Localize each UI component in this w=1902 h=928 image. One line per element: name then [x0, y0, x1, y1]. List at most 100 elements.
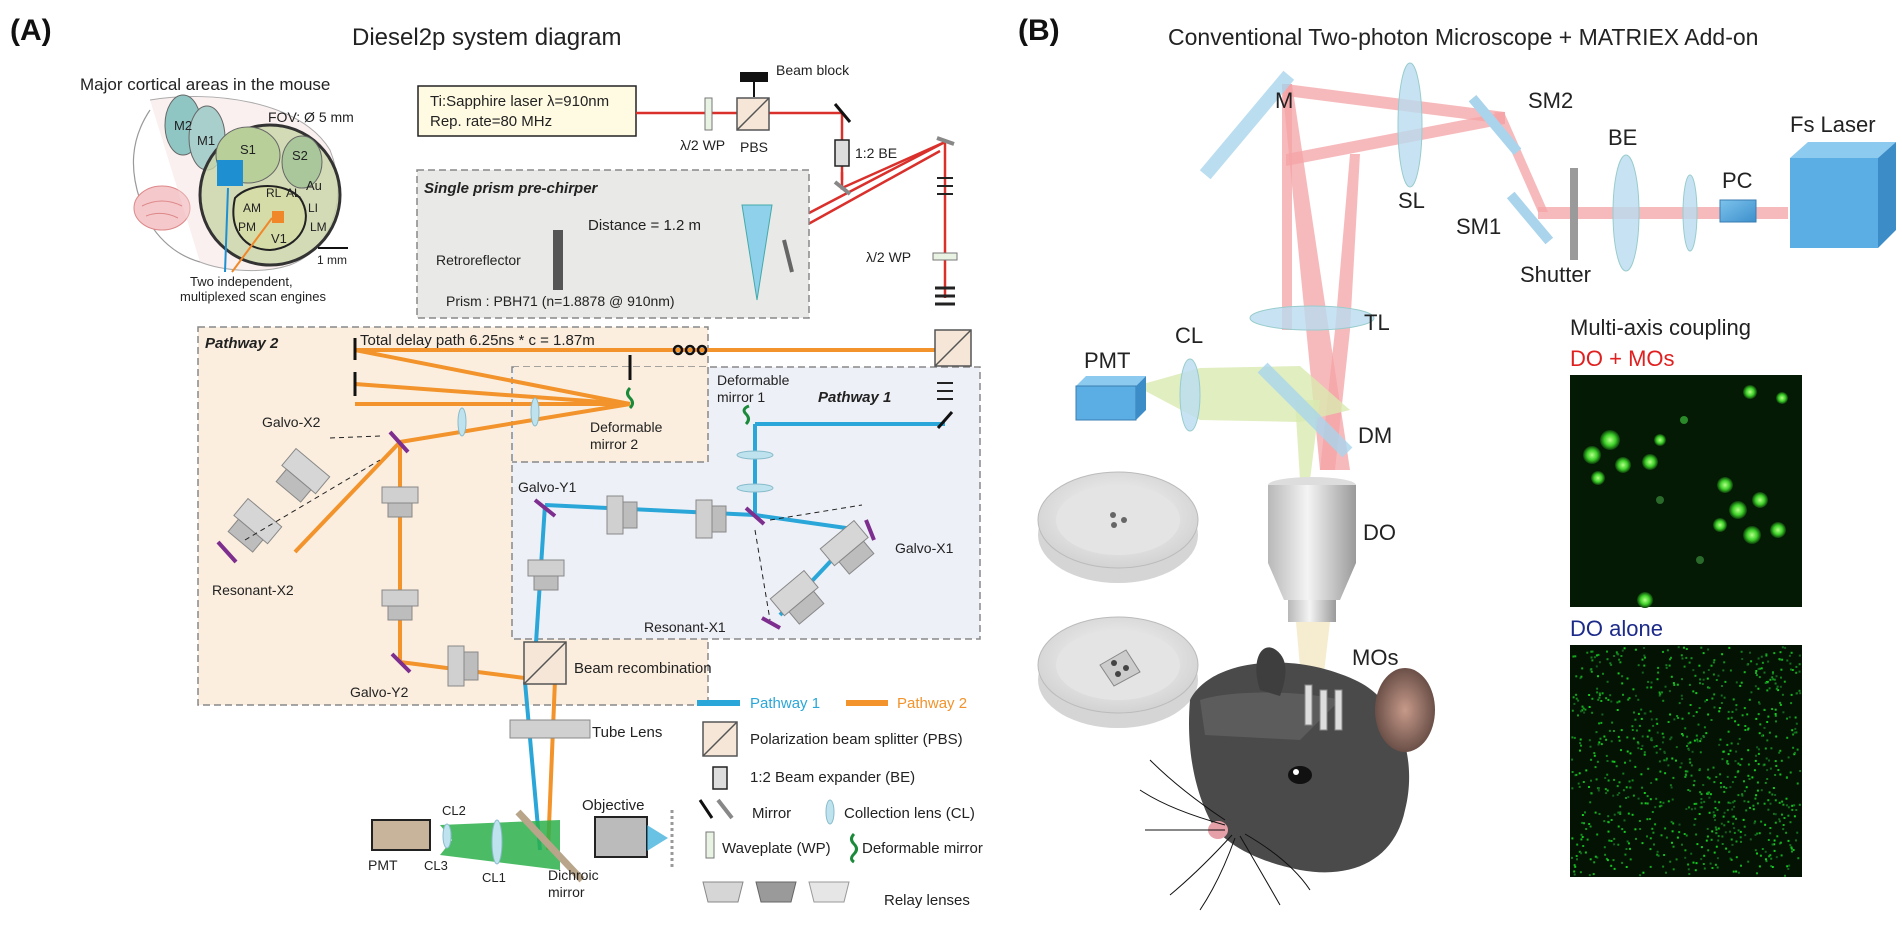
cl-b-label: CL — [1175, 323, 1203, 348]
relay-lens-p1-3 — [527, 559, 565, 577]
do-mos-cells — [1583, 385, 1788, 608]
panel-b-title: Conventional Two-photon Microscope + MAT… — [1168, 24, 1758, 50]
pulse-markers-3 — [937, 382, 953, 400]
pc-icon — [1719, 199, 1757, 223]
pmt-a-icon — [371, 819, 431, 851]
galvo-y2-mirror — [390, 652, 412, 674]
resonant-x2-label: Resonant-X2 — [212, 582, 294, 598]
galvo-x1-label: Galvo-X1 — [895, 540, 954, 556]
dm1-label-1: Deformable — [717, 372, 790, 388]
galvo-x2-label: Galvo-X2 — [262, 414, 321, 430]
pmt-b-label: PMT — [1084, 348, 1130, 373]
prechirper-box — [416, 169, 810, 319]
lens-p2-1 — [457, 407, 467, 437]
mirror-m-icon — [1199, 70, 1295, 180]
note-arrow-2 — [231, 217, 273, 273]
laser-text-2: Rep. rate=80 MHz — [430, 113, 552, 130]
resonant-x2-mirror — [216, 540, 238, 564]
prechirper-title: Single prism pre-chirper — [424, 180, 599, 197]
wp-right-icon — [932, 252, 958, 261]
cortex-inset: Major cortical areas in the mouse FOV: Ø… — [80, 75, 354, 304]
legend-relay-icon-3 — [808, 881, 850, 903]
legend-mirror-icon-1 — [698, 799, 714, 819]
legend-relay-icon-1 — [702, 881, 744, 903]
area-label-am: AM — [243, 201, 261, 215]
relay-lens-p2-3 — [447, 645, 465, 687]
pathway2-title: Pathway 2 — [205, 335, 279, 352]
fs-laser-label: Fs Laser — [1790, 112, 1876, 137]
deformable-mirror-2-icon — [626, 386, 634, 410]
objective-do-label: DO — [1363, 520, 1396, 545]
prechirper-distance: Distance = 1.2 m — [588, 217, 701, 234]
area-label-al: AL — [286, 186, 301, 200]
do-mos-image — [1570, 375, 1802, 607]
legend-wp: Waveplate (WP) — [722, 840, 831, 857]
panel-b-tag: (B) — [1018, 14, 1060, 47]
cl-b-icon — [1179, 358, 1201, 432]
legend-dm-icon — [850, 832, 858, 864]
dichroic-b-label: DM — [1358, 423, 1392, 448]
be-b-label: BE — [1608, 125, 1637, 150]
area-label-lm: LM — [310, 220, 327, 234]
sm1-label: SM1 — [1456, 214, 1501, 239]
dichroic-label-1: Dichroic — [548, 867, 599, 883]
coupling-title: Multi-axis coupling — [1570, 315, 1751, 340]
laser-text-1: Ti:Sapphire laser λ=910nm — [430, 93, 609, 110]
dm2-label-1: Deformable — [590, 419, 663, 435]
prism-label: Prism : PBH71 (n=1.8878 @ 910nm) — [446, 293, 675, 309]
cortex-note-2: multiplexed scan engines — [180, 289, 326, 304]
legend-be-icon — [712, 766, 728, 790]
cortex-fov: FOV: Ø 5 mm — [268, 109, 354, 125]
area-label-rl: RL — [266, 186, 282, 200]
dichroic-b-icon — [1257, 362, 1353, 458]
mirror-p1-icon — [936, 411, 954, 429]
pulse-markers-1 — [937, 177, 953, 195]
relay-lens-p1-2 — [695, 499, 713, 539]
area-label-pm: PM — [238, 220, 256, 234]
legend-relay-icon-2 — [755, 881, 797, 903]
cortex-title: Major cortical areas in the mouse — [80, 75, 330, 94]
lens-p2-2 — [530, 397, 540, 427]
relay-lens-p2-2 — [381, 589, 419, 607]
objective-icon — [594, 816, 648, 858]
dish-2-icon — [1037, 616, 1199, 728]
legend-mirror: Mirror — [752, 805, 791, 822]
cortex-note-1: Two independent, — [190, 274, 293, 289]
resonant-x1-mirror — [761, 616, 781, 630]
retroreflector-label: Retroreflector — [436, 252, 521, 268]
lens-p1-2 — [736, 483, 774, 493]
cl2-label: CL2 — [442, 803, 466, 818]
legend-pbs: Polarization beam splitter (PBS) — [750, 731, 963, 748]
be-lens-1-icon — [1612, 154, 1640, 272]
mirror-m-label: M — [1275, 88, 1293, 113]
galvo-x1-objective — [819, 519, 875, 575]
panel-a-tag: (A) — [10, 14, 52, 47]
resonant-x2-objective — [227, 497, 283, 553]
legend-relay: Relay lenses — [884, 892, 970, 909]
mirror-2-icon — [833, 180, 852, 196]
pathway1-title: Pathway 1 — [818, 389, 891, 406]
fov-s1-marker — [217, 160, 243, 186]
visual-areas — [232, 185, 307, 252]
objective-label: Objective — [582, 797, 645, 814]
legend-cl: Collection lens (CL) — [844, 805, 975, 822]
mirror-3-icon — [936, 136, 955, 146]
mouse-head-icon — [1139, 647, 1435, 911]
panel-a-title: Diesel2p system diagram — [352, 24, 621, 51]
shutter-icon — [1570, 168, 1578, 260]
be-icon — [834, 139, 850, 167]
mos-label: MOs — [1352, 645, 1398, 670]
beam-recombination-label: Beam recombination — [574, 660, 712, 677]
scan-lens-icon — [1397, 62, 1423, 188]
legend-mirror-icon-2 — [716, 798, 734, 820]
wp-top-label: λ/2 WP — [680, 137, 725, 153]
resonant-x1-label: Resonant-X1 — [644, 619, 726, 635]
galvo-x1-mirror-a — [744, 506, 766, 526]
sm2-icon — [1468, 94, 1522, 156]
galvo-x2-mirror — [388, 430, 410, 454]
delay-label: Total delay path 6.25ns * c = 1.87m — [360, 332, 595, 349]
panel-a: (A) Diesel2p system diagram Major cortic… — [10, 14, 983, 909]
sm2-label: SM2 — [1528, 88, 1573, 113]
tube-lens-b-label: TL — [1364, 310, 1390, 335]
prism-mirror-icon — [782, 239, 794, 273]
